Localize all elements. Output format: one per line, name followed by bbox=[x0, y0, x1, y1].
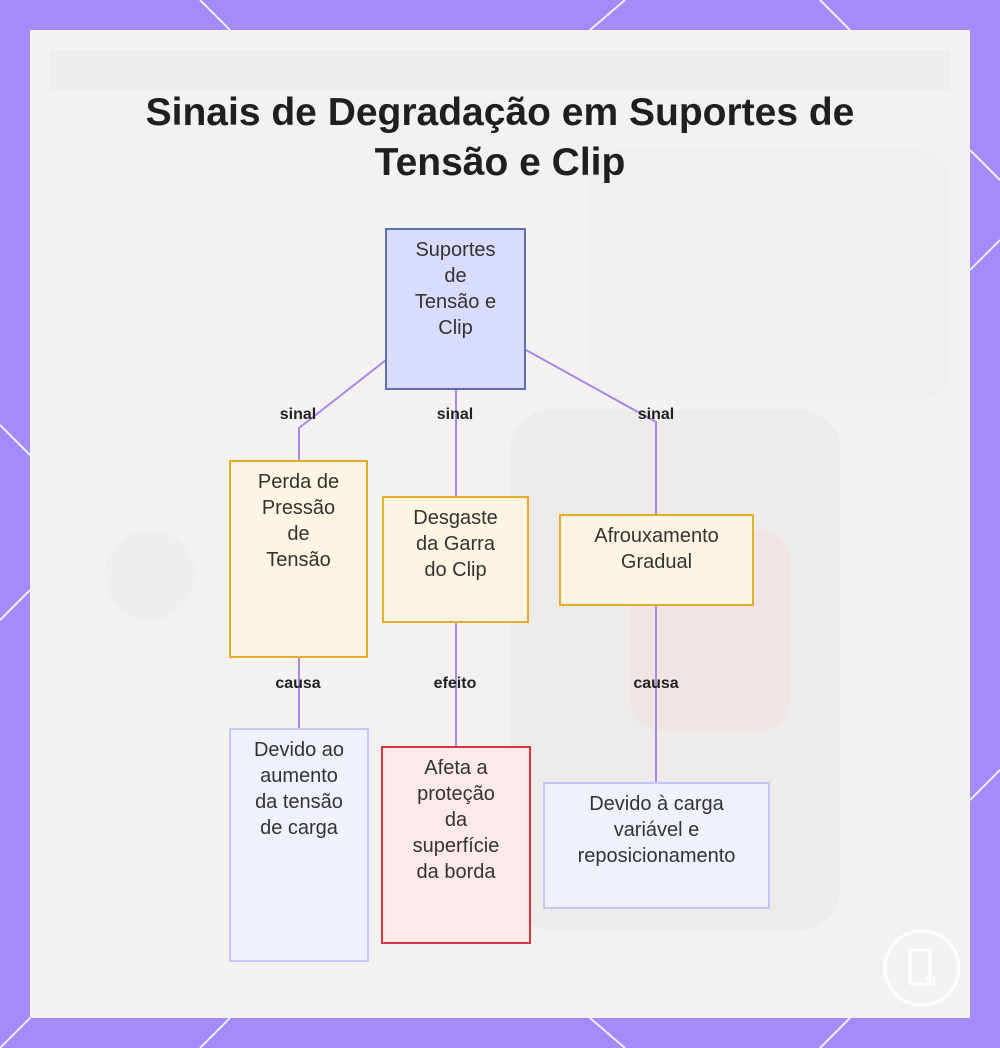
node-afeta-line: superfície bbox=[412, 835, 500, 857]
connector-lines bbox=[298, 349, 657, 782]
node-perda-line: Tensão bbox=[266, 549, 331, 571]
node-devido-carga: Devido à carga variável e reposicionamen… bbox=[543, 782, 770, 909]
node-devido-carga-line: variável e bbox=[613, 819, 700, 841]
diagram-canvas: Sinais de Degradação em Suportes de Tens… bbox=[30, 30, 970, 1018]
edge-label-sinal-center: sinal bbox=[436, 406, 474, 423]
node-afrouxamento-line: Gradual bbox=[620, 551, 693, 573]
edge-label-causa-left: causa bbox=[275, 675, 321, 692]
node-suportes-line: Clip bbox=[438, 317, 473, 339]
node-afeta-line: da borda bbox=[416, 861, 496, 883]
node-afeta-line: Afeta a bbox=[424, 757, 488, 779]
node-afeta-line: proteção bbox=[417, 783, 495, 805]
node-devido-aumento: Devido ao aumento da tensão de carga bbox=[229, 728, 369, 962]
node-devido-aumento-line: de carga bbox=[260, 817, 338, 839]
edge-root-afrouxamento bbox=[525, 349, 657, 514]
node-suportes-line: Tensão e bbox=[414, 291, 497, 313]
title-line-2: Tensão e Clip bbox=[374, 141, 626, 184]
edge-label-sinal-right: sinal bbox=[637, 406, 675, 423]
node-perda-pressao: Perda de Pressão de Tensão bbox=[229, 460, 368, 658]
node-afrouxamento-line: Afrouxamento bbox=[594, 525, 719, 547]
edge-label-causa-right: causa bbox=[633, 675, 679, 692]
node-perda-line: de bbox=[287, 523, 310, 545]
node-suportes-line: de bbox=[444, 265, 467, 287]
node-afrouxamento: Afrouxamento Gradual bbox=[559, 514, 754, 606]
node-desgaste-line: da Garra bbox=[416, 533, 495, 555]
node-desgaste-garra: Desgaste da Garra do Clip bbox=[382, 496, 529, 623]
title-line-1: Sinais de Degradação em Suportes de bbox=[145, 91, 855, 134]
diagram-title: Sinais de Degradação em Suportes de Tens… bbox=[30, 88, 970, 188]
watermark-logo-icon bbox=[883, 929, 961, 1007]
node-devido-aumento-line: da tensão bbox=[255, 791, 343, 813]
node-devido-carga-line: Devido à carga bbox=[589, 793, 724, 815]
edge-root-perda bbox=[298, 359, 387, 460]
node-afeta-protecao: Afeta a proteção da superfície da borda bbox=[381, 746, 531, 944]
node-perda-line: Pressão bbox=[261, 497, 336, 519]
node-afeta-line: da bbox=[444, 809, 468, 831]
node-devido-carga-line: reposicionamento bbox=[577, 845, 736, 867]
node-desgaste-line: Desgaste bbox=[413, 507, 498, 529]
node-devido-aumento-line: aumento bbox=[260, 765, 338, 787]
node-suportes: Suportes de Tensão e Clip bbox=[385, 228, 526, 390]
node-perda-line: Perda de bbox=[257, 471, 340, 493]
node-suportes-line: Suportes bbox=[415, 239, 496, 261]
edge-label-sinal-left: sinal bbox=[279, 406, 317, 423]
node-desgaste-line: do Clip bbox=[424, 559, 487, 581]
node-devido-aumento-line: Devido ao bbox=[253, 739, 345, 761]
edge-label-efeito-center: efeito bbox=[433, 675, 477, 692]
